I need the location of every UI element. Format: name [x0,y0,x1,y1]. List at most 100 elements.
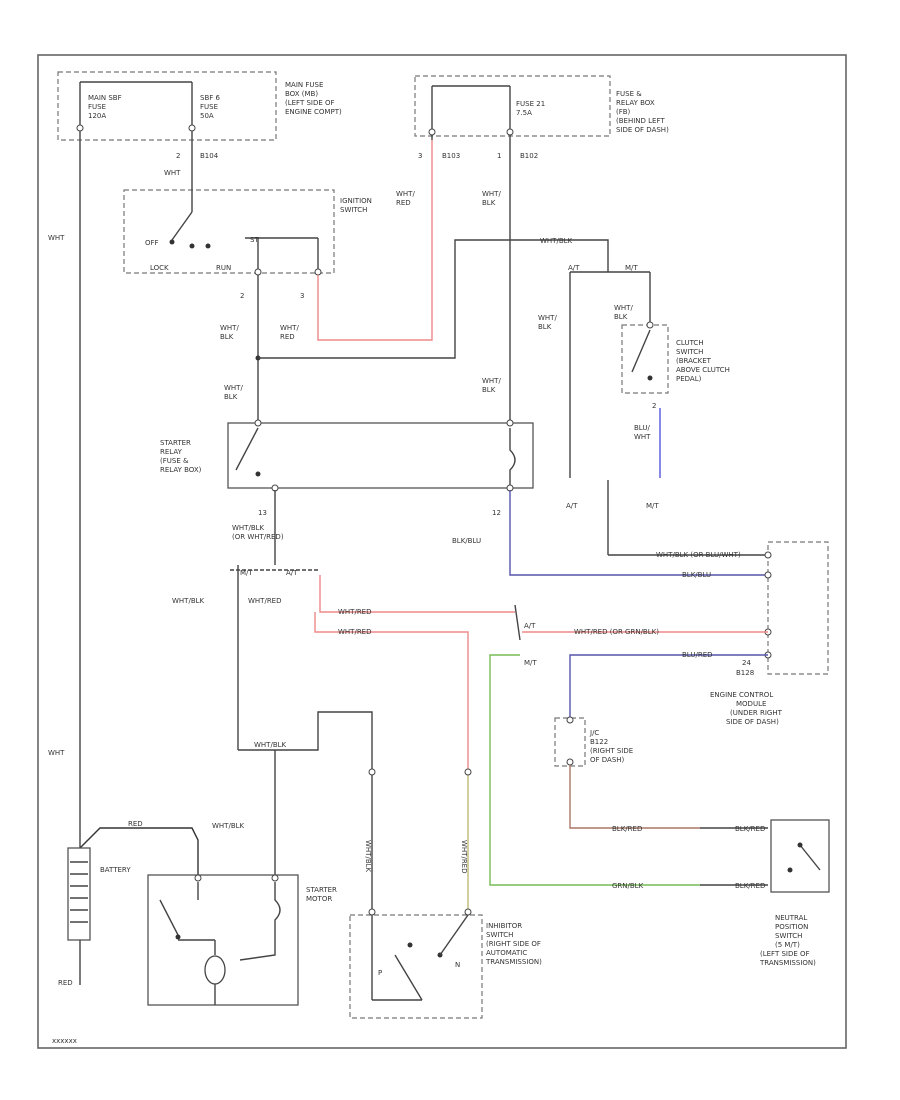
mt-bottom: M/T [646,502,659,510]
blk-blu-wire: BLK/BLU BLK/BLU [452,490,768,579]
inhibitor-label-4: AUTOMATIC [486,949,527,957]
wire-clutch-b: BLK [538,323,552,331]
clutch-label-4: ABOVE CLUTCH [676,366,730,374]
footer-code: xxxxxx [52,1037,77,1045]
ign-switch-label-1: IGNITION [340,197,372,205]
clutch-label-3: (BRACKET [676,357,712,365]
wire-fuse21-c: WHT/ [482,377,501,385]
wire-wht-blk-2a: WHT/ [224,384,243,392]
wire-wht-blk-or-2: (OR WHT/RED) [232,533,284,541]
diagram-border [37,54,847,1049]
pin-12-relay: 12 [492,509,501,517]
nps-label-1: NEUTRAL [775,914,807,922]
np-wire-bottom: BLK/RED [735,882,765,890]
wire-blk-blu-h: BLK/BLU [682,571,711,579]
at-bottom: A/T [566,502,578,510]
mt-top: M/T [625,264,638,272]
pin-3-ign: 3 [300,292,304,300]
wire-vertical-a: WHT/BLK [364,840,372,873]
blu-red-wire: BLU/RED J/C B122 (RIGHT SIDE OF DASH) [554,651,768,767]
jc-label-3: (RIGHT SIDE [590,747,633,755]
pin-13-relay: 13 [258,509,267,517]
fuse-relay-box-label-5: SIDE OF DASH) [616,126,669,134]
starter-relay-label-2: RELAY [160,448,183,456]
starter-relay: STARTER RELAY (FUSE & RELAY BOX) 13 12 W… [160,419,534,565]
fuse-relay-box-label-3: (FB) [616,108,631,116]
conn-b104: B104 [200,152,219,160]
sbf-fuse-label-2: FUSE [200,103,218,111]
wire-grn-blk: GRN/BLK [612,882,644,890]
wire-red-bottom: RED [58,979,73,987]
np-wire-top: BLK/RED [735,825,765,833]
starter-relay-label-4: RELAY BOX) [160,466,202,474]
main-fuse-box: MAIN SBF FUSE 120A SBF 6 FUSE 50A MAIN F… [57,71,342,160]
clutch-label-1: CLUTCH [676,339,704,347]
wire-wht-ign: WHT [164,169,181,177]
jc-label-2: B122 [590,738,608,746]
blk-red-wire: BLK/RED [569,765,700,833]
wire-clutch-d: BLK [614,313,628,321]
wire-wht-red-ign-1: WHT/ [280,324,299,332]
main-fuse-box-label-3: (LEFT SIDE OF [285,99,335,107]
ign-lock: LOCK [150,264,169,272]
jc-label-1: J/C [589,729,599,737]
starter-motor-label-2: MOTOR [306,895,332,903]
conn-b102: B102 [520,152,538,160]
wht-main-wire: WHT WHT [48,142,81,848]
main-sbf-fuse-label-1: MAIN SBF [88,94,122,102]
main-fuse-box-label-4: ENGINE COMPT) [285,108,342,116]
wire-wht-blk-2b: BLK [224,393,238,401]
wire-wht-red-a: WHT/RED [248,597,282,605]
wire-wht-blk-or-1: WHT/BLK [232,524,265,532]
pin-3-b103: 3 [418,152,422,160]
wire-wht-label-top: WHT [48,234,65,242]
wire-wht-red-ign-2: RED [280,333,295,341]
fuse-relay-box-label-4: (BEHIND LEFT [616,117,665,125]
pin-2-ign: 2 [240,292,244,300]
wire-wht-red-v2: RED [396,199,411,207]
at-top: A/T [568,264,580,272]
wire-wht-blk-a: WHT/BLK [172,597,205,605]
pin-2-b104: 2 [176,152,180,160]
wire-wht-red-v1: WHT/ [396,190,415,198]
clutch-label-5: PEDAL) [676,375,702,383]
ecm-label-3: (UNDER RIGHT [730,709,783,717]
wire-wht-blk-1b: BLK [220,333,234,341]
neutral-position-switch: BLK/RED BLK/RED NEUTRAL POSITION SWITCH … [700,819,830,967]
fuse-relay-box: FUSE 21 7.5A FUSE & RELAY BOX (FB) (BEHI… [414,75,669,160]
main-sbf-fuse-label-3: 120A [88,112,106,120]
starter-motor-label-1: STARTER [306,886,337,894]
inhibitor-label-3: (RIGHT SIDE OF [486,940,541,948]
ign-st: ST [250,236,259,244]
nps-label-5: (LEFT SIDE OF [760,950,810,958]
nps-label-6: TRANSMISSION) [759,959,816,967]
battery-label: BATTERY [100,866,131,874]
nps-label-4: (5 M/T) [775,941,800,949]
nps-label-3: SWITCH [775,932,802,940]
wht-blk-starter-wire: WHT/BLK WHT/BLK WHT/BLK WHT/RED [212,711,472,912]
fuse-relay-box-label-2: RELAY BOX [616,99,655,107]
wire-blu-wht-a: BLU/ [634,424,650,432]
wire-wht-label-bottom: WHT [48,749,65,757]
at-mid: A/T [286,569,298,577]
at-switch: A/T [524,622,536,630]
wire-fuse21-d: BLK [482,386,496,394]
wire-wht-blk-c: WHT/BLK [212,822,245,830]
wire-wht-red-c: WHT/RED [338,628,372,636]
ign-off: OFF [145,239,159,247]
wht-blk-fuse21-wire: WHT/ BLK WHT/ BLK [482,140,511,420]
wire-blk-blu-v: BLK/BLU [452,537,481,545]
wire-wht-red-d: WHT/RED (OR GRN/BLK) [574,628,659,636]
fuse21-label-2: 7.5A [516,109,532,117]
wire-fuse21-b: BLK [482,199,496,207]
conn-b128: B128 [736,669,754,677]
ecm-label-2: MODULE [736,700,766,708]
inhibitor-label-1: INHIBITOR [486,922,522,930]
mt-switch: M/T [524,659,537,667]
wire-blk-red: BLK/RED [612,825,642,833]
wire-wht-blk-1a: WHT/ [220,324,239,332]
ign-run: RUN [216,264,231,272]
inhibitor-p: P [378,969,382,977]
wire-clutch-c: WHT/ [614,304,633,312]
